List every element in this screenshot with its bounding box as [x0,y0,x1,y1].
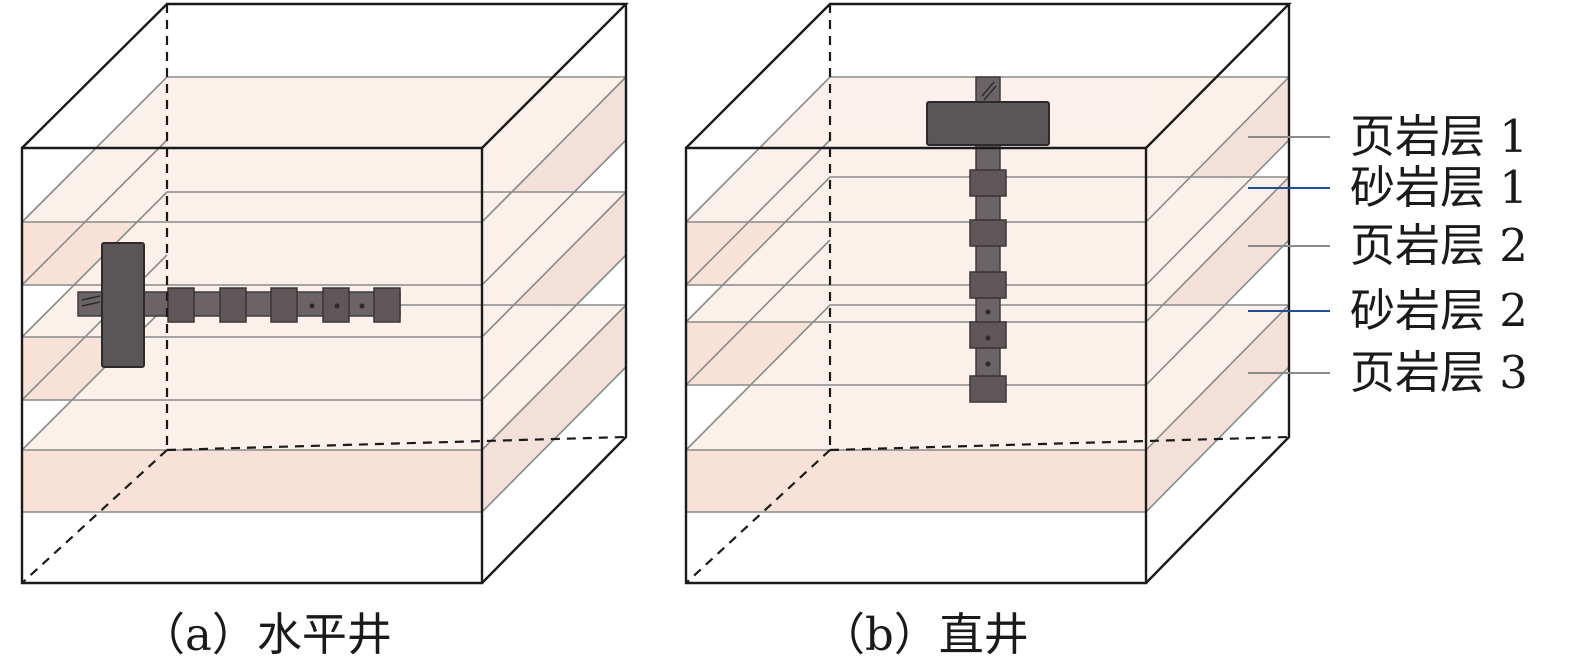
label-shale-3: 页岩层 3 [1350,346,1528,399]
panel-a-cube [20,2,629,585]
perforation [985,361,991,367]
perforation [985,309,991,315]
horizontal-well [77,242,401,368]
horizontal-well-joint [270,287,298,323]
vertical-well [926,76,1050,403]
wellhead-hatch [983,85,997,101]
panel-a-band-1-top [22,77,626,222]
layer-legend: 页岩层 1 砂岩层 1 页岩层 2 砂岩层 2 页岩层 3 [1248,110,1528,399]
wellhead-hatch [81,301,101,307]
panel-a: （a）水平井 [20,2,629,661]
wellhead-hatch [81,295,101,301]
panel-b: （b）直井 [684,2,1292,661]
horizontal-wellhead [101,242,145,368]
panel-a-layer-bands [22,77,626,512]
panel-b-caption: （b）直井 [820,608,1029,661]
vertical-wellhead [926,101,1050,146]
panel-a-caption: （a）水平井 [140,608,392,661]
panel-b-cube [684,2,1292,585]
panel-a-band-3-side [482,305,626,512]
panel-b-band-3-front [686,450,1146,512]
panel-a-band-3-top [22,305,626,450]
horizontal-well-joint [219,287,247,323]
horizontal-well-joint [167,287,195,323]
perforation [334,303,340,309]
perforation [309,303,315,309]
label-sandstone-1: 砂岩层 1 [1350,161,1528,214]
perforation [985,335,991,341]
panel-b-band-3-side [1146,305,1289,512]
label-sandstone-2: 砂岩层 2 [1350,284,1528,337]
vertical-well-joint [969,271,1007,299]
vertical-well-joint [969,169,1007,197]
perforation [359,303,365,309]
vertical-well-joint [969,375,1007,403]
panel-a-band-3-front [22,450,482,512]
wellhead-hatch [981,81,995,97]
horizontal-well-joint [373,287,401,323]
vertical-well-joint [969,321,1007,349]
label-shale-2: 页岩层 2 [1350,219,1528,272]
vertical-well-joint [969,219,1007,247]
label-shale-1: 页岩层 1 [1350,110,1528,163]
